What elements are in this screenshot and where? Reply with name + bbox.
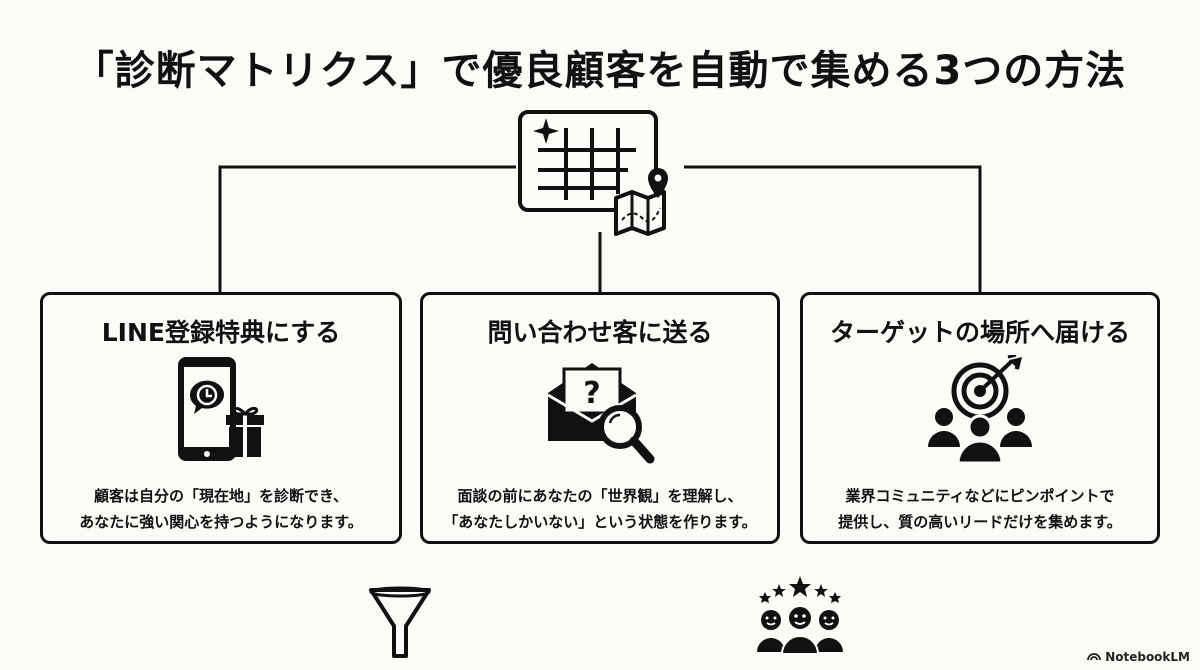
card-title: ターゲットの場所へ届ける xyxy=(829,318,1130,347)
card-title: LINE登録特典にする xyxy=(101,318,341,347)
envelope-question-search-icon: ? xyxy=(540,355,660,469)
target-audience-icon xyxy=(920,353,1040,469)
notebooklm-logo-icon xyxy=(1087,650,1102,664)
svg-text:?: ? xyxy=(583,376,600,411)
card-line-signup: LINE登録特典にする 顧客は自分の「現在地」を診断でき、 あなたに強い関心を持… xyxy=(40,292,402,544)
card-description: 顧客は自分の「現在地」を診断でき、 あなたに強い関心を持つようになります。 xyxy=(79,487,363,531)
card-target-location: ターゲットの場所へ届ける 業界コミュニティなどにピンポイントで 提供し、質の高い… xyxy=(800,292,1160,544)
five-star-group-icon xyxy=(755,574,845,658)
card-description: 面談の前にあなたの「世界観」を理解し、 「あなたしかいない」という状態を作ります… xyxy=(443,487,757,531)
card-inquiry-customers: 問い合わせ客に送る ? 面談の前にあなたの「世界観」を理解し、 「あなたしかいな… xyxy=(420,292,780,544)
brand-watermark: NotebookLM xyxy=(1087,650,1190,664)
smartphone-line-gift-icon xyxy=(166,355,276,469)
matrix-map-icon xyxy=(518,110,688,240)
brand-label: NotebookLM xyxy=(1105,650,1190,664)
card-description: 業界コミュニティなどにピンポイントで 提供し、質の高いリードだけを集めます。 xyxy=(838,487,1122,531)
funnel-icon xyxy=(368,586,432,664)
card-title: 問い合わせ客に送る xyxy=(487,318,713,347)
page-title: 「診断マトリクス」で優良顧客を自動で集める3つの方法 xyxy=(73,48,1127,94)
